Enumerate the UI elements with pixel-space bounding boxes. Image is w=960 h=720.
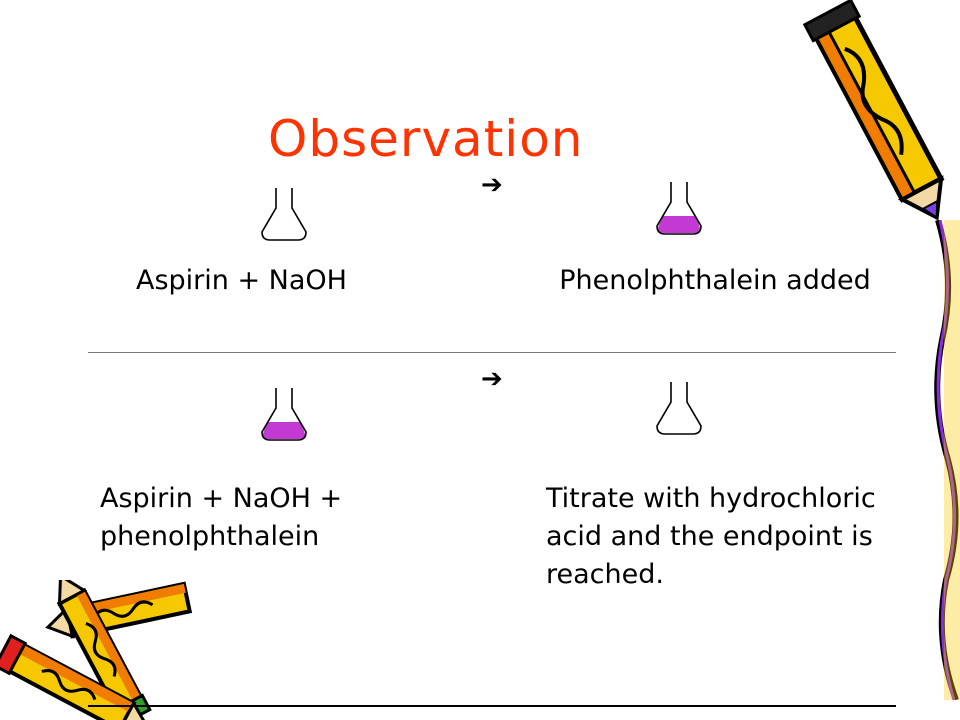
- slide-title: Observation: [268, 110, 584, 168]
- step-label-aspirin-naoh: Aspirin + NaOH: [136, 265, 347, 296]
- flask-icon: [261, 188, 307, 241]
- flask-icon: [656, 382, 702, 435]
- flask-icon: [261, 388, 307, 441]
- step-label-titration: Titrate with hydrochloric acid and the e…: [546, 483, 876, 590]
- right-arrow-icon: ➔: [481, 170, 503, 200]
- pencil-clipart-right-edge: [934, 220, 960, 700]
- flask-icon: [656, 182, 702, 235]
- divider: [88, 352, 896, 353]
- step-label-mixture: Aspirin + NaOH + phenolphthalein: [100, 483, 343, 552]
- pencil-clipart-bottom-left: [0, 580, 193, 720]
- right-arrow-icon: ➔: [481, 364, 503, 394]
- pencil-clipart-top-right: [802, 0, 945, 221]
- step-label-phenolphthalein-added: Phenolphthalein added: [559, 265, 871, 296]
- bottom-rule: [88, 705, 896, 707]
